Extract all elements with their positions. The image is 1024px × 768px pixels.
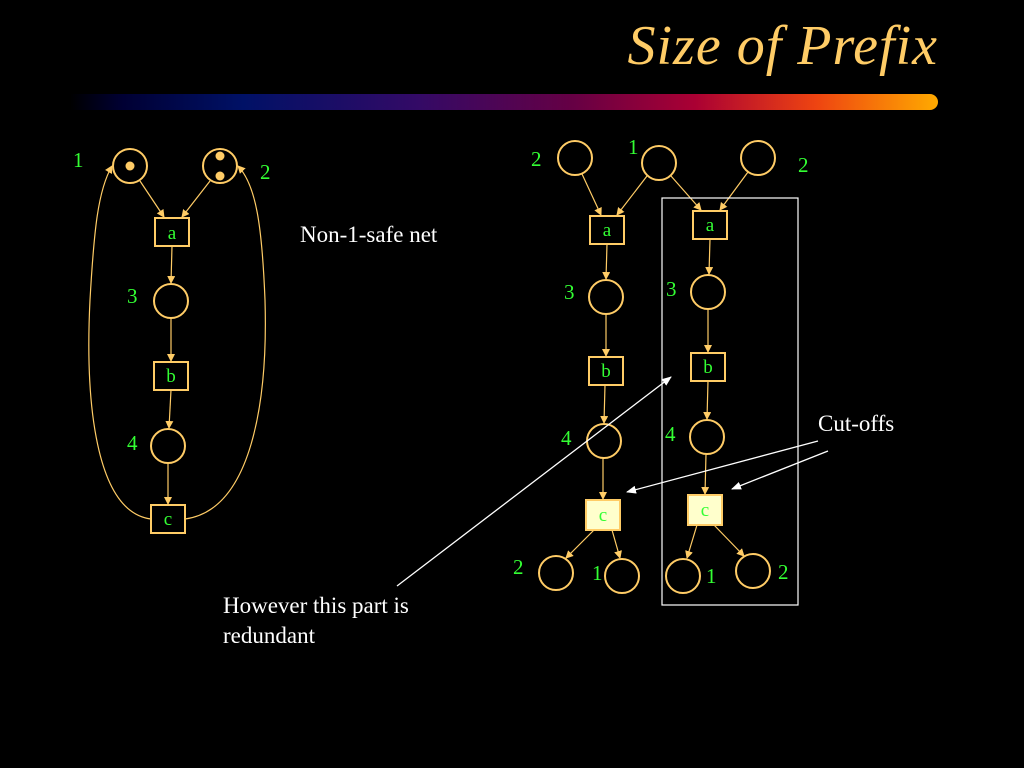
- place-3-branch-2: [690, 274, 726, 310]
- unfolding: [538, 140, 776, 594]
- place-4-branch-2: [689, 419, 725, 455]
- arc: [181, 180, 211, 218]
- place-out-2-branch-1: [604, 558, 640, 594]
- arc: [701, 453, 710, 495]
- place-3-branch-1-label: 3: [564, 280, 575, 304]
- arc: [703, 380, 712, 420]
- place-out-2-branch-2: [735, 553, 771, 589]
- place-out-1-branch-2-label: 1: [706, 564, 717, 588]
- left-place-4: [150, 428, 186, 464]
- place-out-1-branch-2: [665, 558, 701, 594]
- title-gradient-bar: [70, 94, 938, 110]
- loop-arc-to-place-2: [184, 165, 266, 520]
- transition-c-branch-1-label: c: [598, 505, 608, 526]
- left-place-4-label: 4: [127, 431, 138, 455]
- left-transition-b-label: b: [166, 366, 176, 387]
- left-place-2: [202, 148, 238, 184]
- place-out-1-branch-1-label: 2: [513, 555, 524, 579]
- transition-c-branch-1: [585, 499, 621, 531]
- arc: [719, 171, 749, 211]
- left-arcs: [88, 165, 266, 520]
- place-out-2-branch-1-label: 1: [592, 561, 603, 585]
- place-4-branch-1: [586, 423, 622, 459]
- arc: [713, 524, 745, 557]
- token: [215, 151, 225, 161]
- arc: [165, 389, 174, 429]
- place-top-mid-label: 1: [628, 135, 639, 159]
- left-transition-a-label: a: [167, 223, 177, 244]
- transition-a-branch-2-label: a: [705, 215, 715, 236]
- transition-a-branch-1-label: a: [602, 220, 612, 241]
- slide-title: Size of Prefix: [627, 15, 938, 77]
- token: [215, 171, 225, 181]
- left-place-2-label: 2: [260, 160, 271, 184]
- place-3-branch-2-label: 3: [666, 277, 677, 301]
- place-top-right-label: 2: [798, 153, 809, 177]
- arc: [139, 180, 165, 218]
- transition-c-branch-2-label: c: [700, 500, 710, 521]
- left-place-1-label: 1: [73, 148, 84, 172]
- arc: [705, 238, 714, 275]
- left-place-1: [112, 148, 148, 184]
- cutoffs-annotation: Cut-offs: [818, 411, 895, 436]
- place-top-left-label: 2: [531, 147, 542, 171]
- arc: [565, 529, 595, 559]
- redundant-branch-box: [661, 197, 799, 606]
- arrow-to-cutoff-c1: [626, 440, 819, 494]
- place-4-branch-1-label: 4: [561, 426, 572, 450]
- non-safe-net-annotation: Non-1-safe net: [300, 222, 438, 247]
- place-out-1-branch-1: [538, 555, 574, 591]
- place-4-branch-2-label: 4: [665, 422, 676, 446]
- arc: [685, 524, 698, 559]
- left-place-3-label: 3: [127, 284, 138, 308]
- arrow-to-cutoff-c2: [731, 450, 829, 490]
- arc: [167, 245, 176, 284]
- place-top-right: [740, 140, 776, 176]
- annotation-arrows: [396, 376, 829, 587]
- place-out-2-branch-2-label: 2: [778, 560, 789, 584]
- redundant-annotation: However this part is redundant: [223, 593, 409, 649]
- place-top-left: [557, 140, 593, 176]
- transition-b-branch-1: [588, 356, 624, 386]
- left-transition-c-label: c: [163, 509, 173, 530]
- transition-b-branch-2-label: b: [703, 357, 713, 378]
- place-top-mid: [641, 145, 677, 181]
- arc: [670, 175, 702, 211]
- left-net: [112, 148, 238, 534]
- left-place-3: [153, 283, 189, 319]
- arc: [600, 384, 609, 424]
- transition-b-branch-1-label: b: [601, 361, 611, 382]
- loop-arc-to-place-1: [88, 165, 152, 520]
- arc: [616, 175, 648, 216]
- arc: [581, 173, 602, 216]
- unfolding-arcs: [565, 171, 749, 559]
- arc: [602, 243, 611, 280]
- place-3-branch-1: [588, 279, 624, 315]
- token: [125, 161, 135, 171]
- left-tokens: [125, 151, 225, 181]
- arc: [611, 529, 622, 559]
- transition-c-branch-2: [687, 494, 723, 526]
- arrow-to-redundant: [396, 376, 672, 587]
